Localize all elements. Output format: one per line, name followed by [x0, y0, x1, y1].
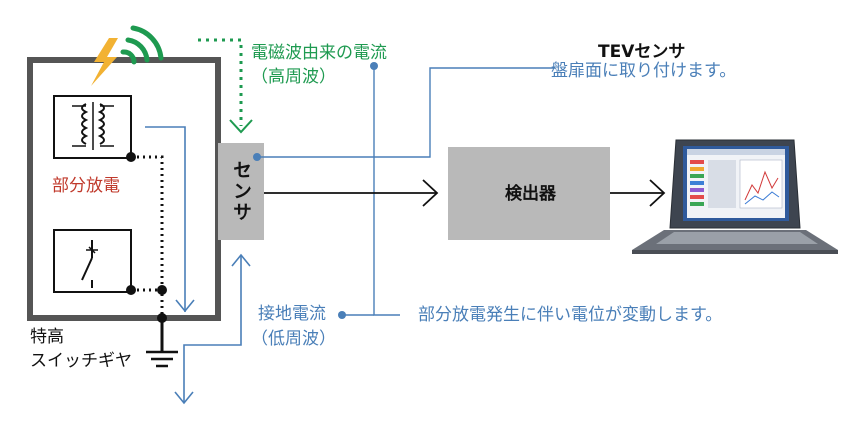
- ground-icon: [146, 318, 178, 368]
- tev-sensor-description: 盤扉面に取り付けます。: [551, 61, 737, 81]
- ground-leader-dot: [338, 311, 346, 319]
- tev-leader-line: [257, 67, 555, 158]
- detector-label: 検出器: [505, 184, 556, 204]
- sensor-label: センサ: [230, 160, 252, 223]
- lightning-icon: [91, 38, 118, 86]
- potential-leader-line: [373, 66, 400, 316]
- ground-current-path: [183, 255, 242, 402]
- potential-leader-dot: [370, 62, 378, 70]
- detector-box: [448, 147, 610, 240]
- em-wave-label-line2: （高周波）: [251, 67, 336, 87]
- em-wave-path: [198, 38, 243, 126]
- switchgear-label-line2: スイッチギヤ: [30, 351, 132, 371]
- ground-up-arrowhead: [231, 253, 251, 267]
- tev-sensor-title: TEVセンサ: [598, 42, 686, 62]
- potential-change-label: 部分放電発生に伴い電位が変動します。: [418, 305, 723, 325]
- tev-leader-dot: [253, 153, 261, 161]
- switchgear-label-line1: 特高: [30, 327, 64, 347]
- em-wave-label-line1: 電磁波由来の電流: [251, 43, 387, 63]
- signal-arrowhead-1: [422, 179, 439, 207]
- dotted-wiring: [131, 155, 164, 318]
- wave-icon: [120, 25, 164, 65]
- ground-down-arrowhead: [174, 391, 194, 405]
- blue-arrowhead: [175, 299, 195, 313]
- ground-current-label-line2: （低周波）: [251, 329, 336, 349]
- em-wave-arrowhead: [229, 119, 253, 134]
- transformer-icon: [53, 95, 132, 159]
- ground-current-label-line1: 接地電流: [258, 304, 326, 324]
- signal-arrowhead-2: [649, 179, 666, 207]
- switch-icon: [53, 229, 132, 293]
- partial-discharge-label: 部分放電: [52, 176, 120, 196]
- node-dot: [157, 285, 167, 295]
- blue-current-loop: [145, 126, 186, 312]
- laptop-icon: [632, 139, 838, 254]
